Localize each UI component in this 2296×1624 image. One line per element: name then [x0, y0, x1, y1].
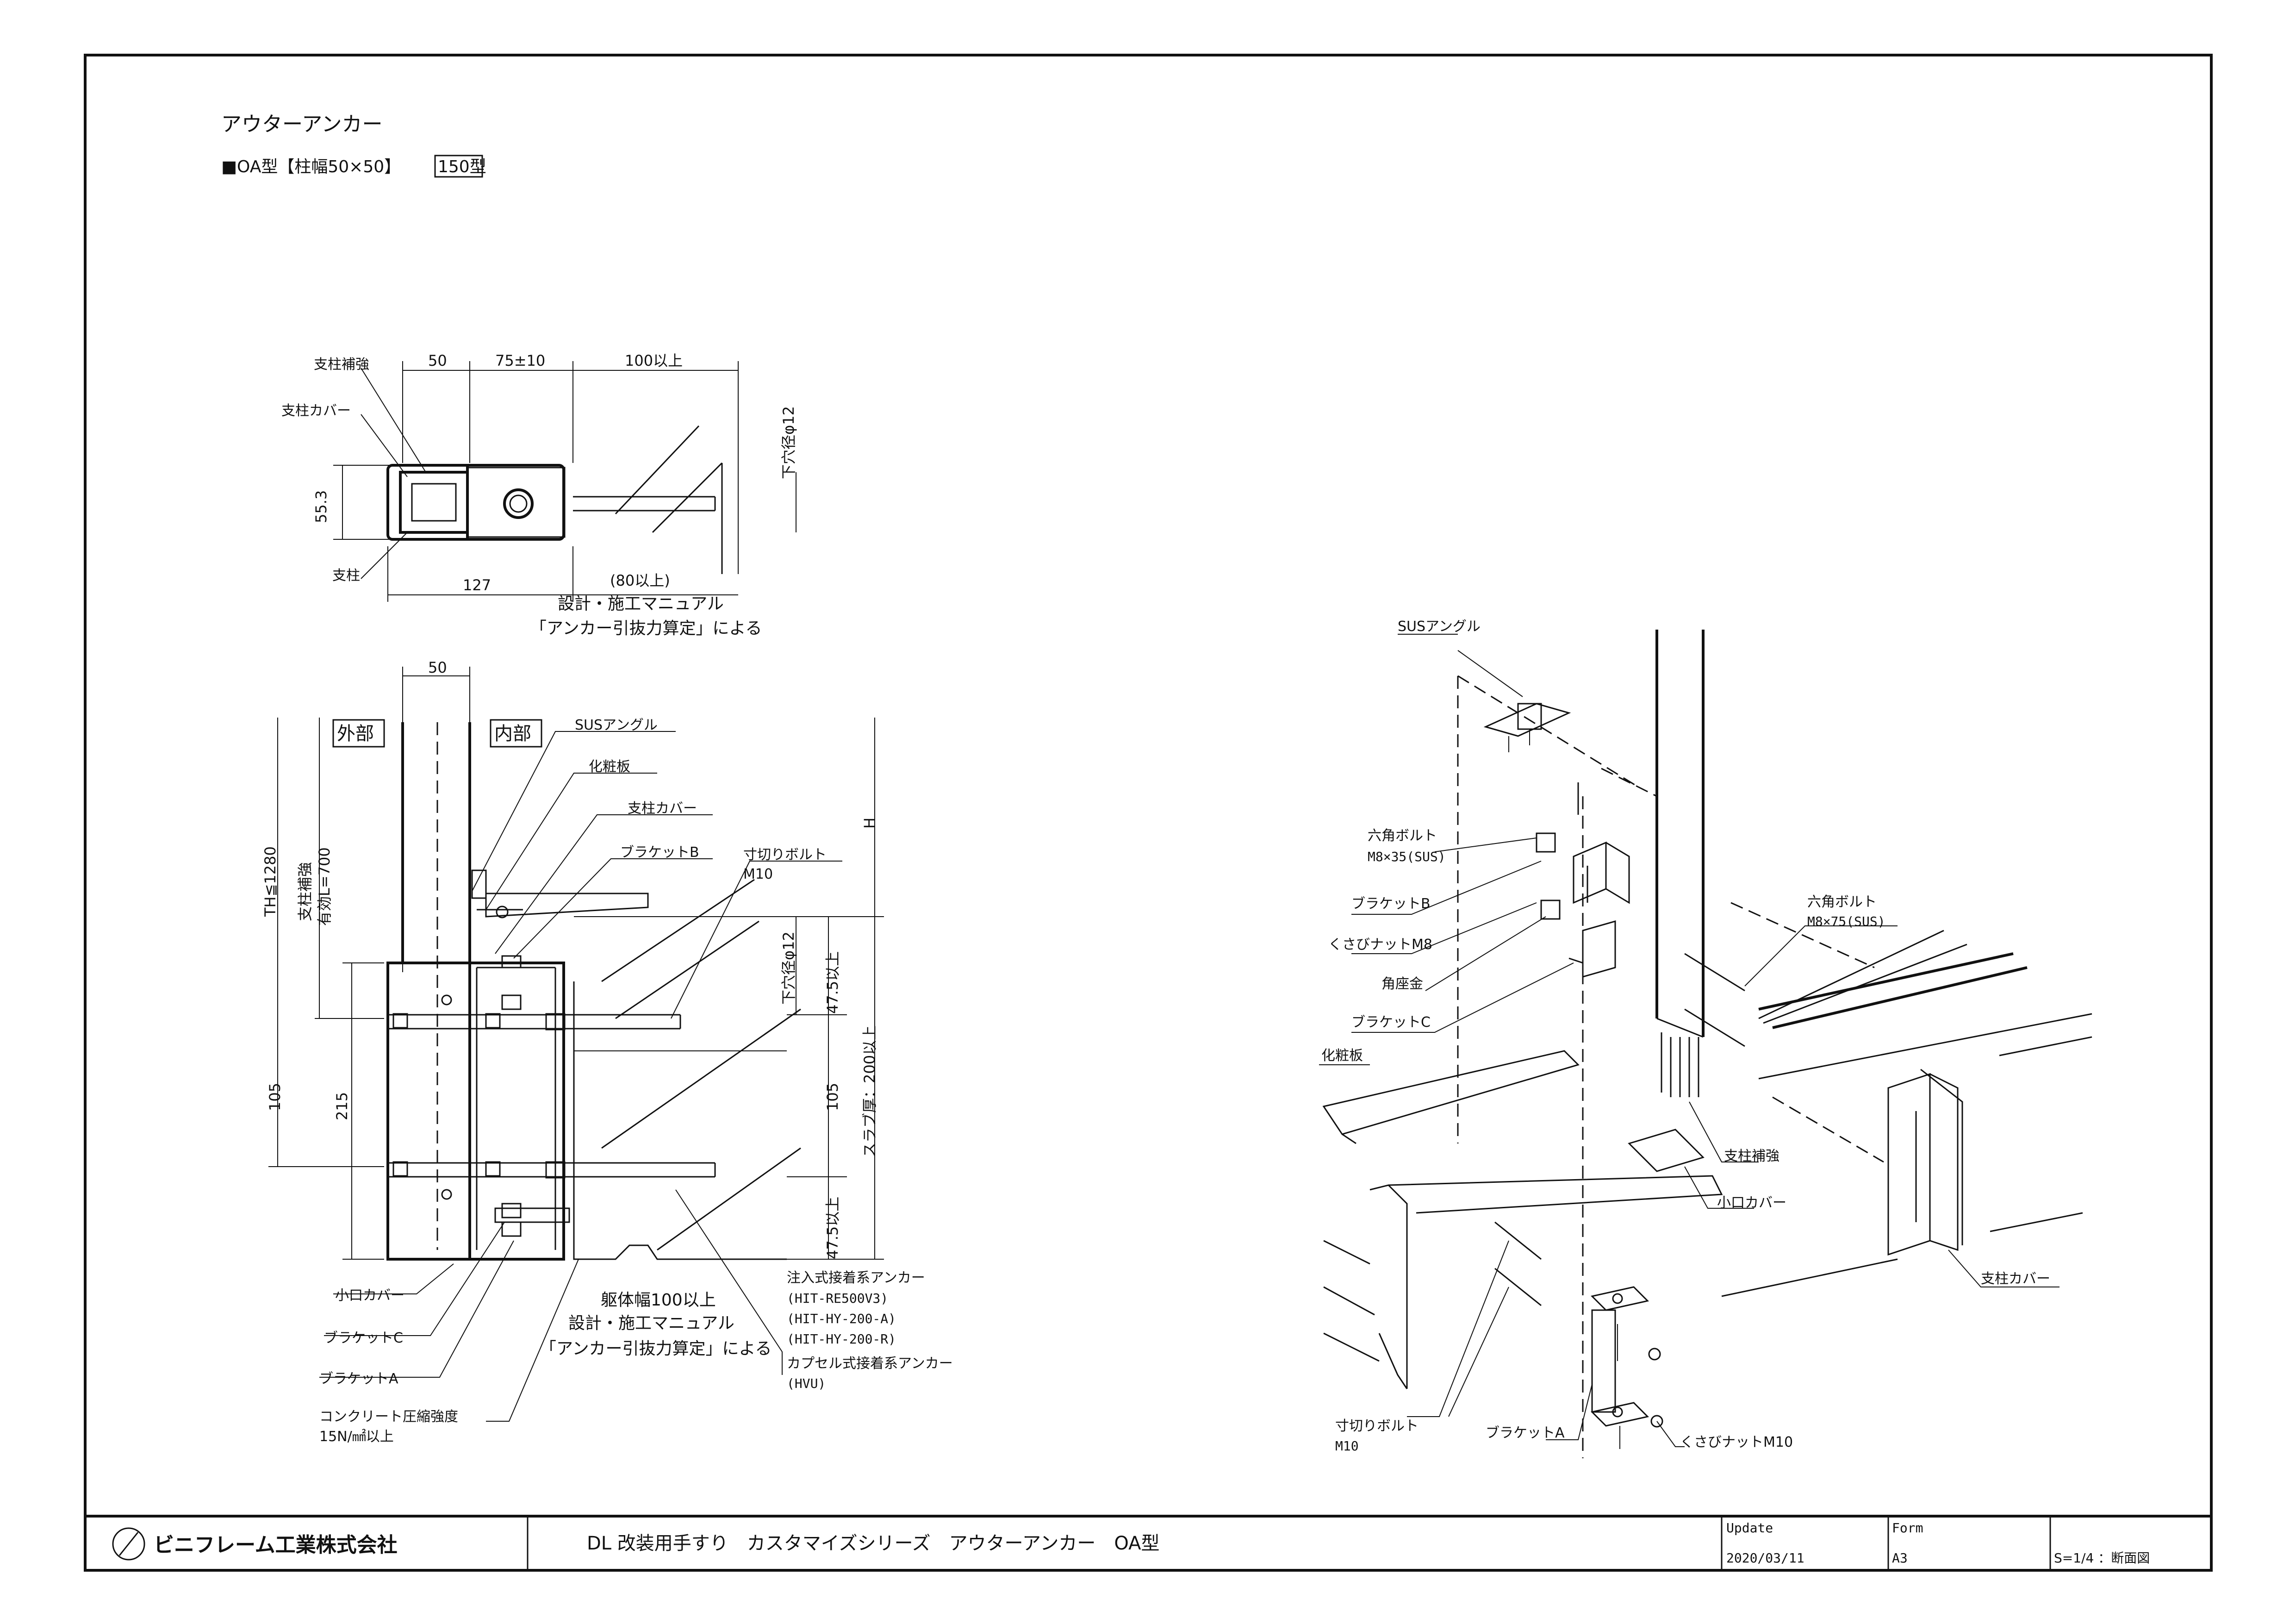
form-label: Form: [1892, 1520, 1923, 1536]
drawing-heading: アウターアンカー: [221, 112, 382, 136]
plan-note-2: 「アンカー引抜力算定」による: [530, 619, 762, 638]
label-bolt2: M10: [743, 866, 773, 882]
sheet-border: [84, 54, 2213, 1572]
label-anc2: (HIT-RE500V3): [787, 1291, 888, 1306]
outside-label: 外部: [337, 723, 374, 744]
iso-label-deco: 化粧板: [1321, 1048, 1363, 1064]
plan-dim-100: 100以上: [625, 352, 683, 369]
section-dim-105a: 105: [266, 1083, 284, 1111]
section-dim-105b: 105: [824, 1083, 841, 1111]
iso-label-hexbolt2: 六角ボルト: [1807, 894, 1877, 910]
section-dim-215: 215: [333, 1092, 351, 1120]
label-anc4: (HIT-HY-200-R): [787, 1331, 896, 1347]
company-name: ビニフレーム工業株式会社: [154, 1533, 398, 1557]
label-cover: 支柱カバー: [628, 800, 697, 817]
inside-box: [490, 719, 542, 748]
iso-label-wedge8: くさびナットM8: [1328, 937, 1432, 953]
form-value: A3: [1892, 1550, 1908, 1566]
section-dim-h: H: [861, 818, 878, 829]
section-dim-hole: 下穴径φ12: [780, 931, 797, 1005]
update-value: 2020/03/11: [1726, 1550, 1804, 1566]
iso-label-reinforce: 支柱補強: [1724, 1148, 1780, 1164]
iso-label-hexbolt1: 六角ボルト: [1368, 828, 1437, 844]
label-conc2: 15N/㎟以上: [319, 1429, 394, 1445]
iso-label-hexbolt2b: M8×75(SUS): [1807, 914, 1885, 929]
plan-dim-127: 127: [463, 576, 491, 594]
iso-label-sus: SUSアングル: [1398, 618, 1481, 635]
iso-label-brkc: ブラケットC: [1351, 1014, 1431, 1031]
label-body: 躯体幅100以上: [601, 1291, 716, 1310]
label-brka: ブラケットA: [319, 1371, 398, 1387]
section-view: 50 外部 内部 TH≦1280 支柱補強 有効L=700 105 215: [261, 659, 953, 1445]
update-label: Update: [1726, 1520, 1773, 1536]
company-logo-icon: [112, 1527, 145, 1561]
plan-view: 50 75±10 100以上 下穴径φ12 55.3 127 (80以上): [281, 352, 797, 638]
iso-label-koguchi: 小口カバー: [1717, 1195, 1786, 1211]
plan-label-reinforce: 支柱補強: [314, 356, 369, 373]
section-dim-reinf: 支柱補強: [296, 862, 314, 921]
plan-label-post: 支柱: [332, 568, 360, 584]
label-anc3: (HIT-HY-200-A): [787, 1311, 896, 1326]
title-block: ビニフレーム工業株式会社 DL 改装用手すり カスタマイズシリーズ アウターアン…: [85, 1515, 2211, 1570]
label-note1: 設計・施工マニュアル: [568, 1314, 734, 1333]
label-deco: 化粧板: [589, 759, 630, 775]
iso-label-bolt2: M10: [1335, 1438, 1359, 1454]
drawing-title: DL 改装用手すり カスタマイズシリーズ アウターアンカー OA型: [587, 1533, 1160, 1554]
label-note2: 「アンカー引抜力算定」による: [540, 1339, 772, 1358]
iso-label-hexbolt1b: M8×35(SUS): [1368, 849, 1446, 864]
label-koguchi: 小口カバー: [335, 1287, 404, 1304]
type-box: [434, 155, 483, 178]
plan-dim-hole: 下穴径φ12: [780, 406, 797, 479]
label-conc1: コンクリート圧縮強度: [319, 1409, 458, 1425]
section-dim-50: 50: [428, 659, 447, 676]
drawing-subheading: ■OA型【柱幅50×50】: [221, 157, 401, 176]
label-brkc: ブラケットC: [324, 1330, 403, 1346]
iso-label-bolt1: 寸切りボルト: [1335, 1418, 1419, 1434]
isometric-view: SUSアングル 六角ボルト M8×35(SUS) ブラケットB くさびナットM8…: [1319, 618, 2092, 1458]
plan-dim-50: 50: [428, 352, 447, 369]
inside-label: 内部: [494, 723, 531, 744]
section-dim-475b: 47.5以上: [824, 1197, 841, 1259]
label-anc1: 注入式接着系アンカー: [787, 1270, 925, 1286]
section-dim-slab: スラブ厚：200以上: [861, 1025, 878, 1157]
plan-label-cover: 支柱カバー: [281, 403, 351, 419]
iso-label-brkb: ブラケットB: [1351, 896, 1431, 912]
section-dim-475a: 47.5以上: [824, 951, 841, 1014]
iso-label-cover: 支柱カバー: [1981, 1271, 2050, 1287]
plan-note-1: 設計・施工マニュアル: [558, 594, 724, 613]
section-dim-th: TH≦1280: [261, 846, 279, 917]
outside-box: [332, 719, 385, 748]
label-sus: SUSアングル: [575, 717, 658, 733]
type-label: 150型: [438, 157, 486, 176]
iso-label-brka: ブラケットA: [1486, 1425, 1565, 1441]
scale-label: S=1/4 ：断面図: [2054, 1550, 2150, 1566]
label-bolt1: 寸切りボルト: [743, 847, 827, 863]
plan-dim-80: (80以上): [610, 572, 670, 589]
plan-dim-553: 55.3: [312, 490, 330, 523]
label-brkb: ブラケットB: [620, 844, 699, 861]
label-anc6: (HVU): [787, 1376, 826, 1391]
section-dim-eff: 有効L=700: [316, 847, 333, 926]
plan-dim-75: 75±10: [495, 352, 545, 369]
iso-label-washer: 角座金: [1381, 976, 1423, 992]
iso-label-wedge10: くさびナットM10: [1680, 1434, 1793, 1450]
label-anc5: カプセル式接着系アンカー: [787, 1355, 953, 1372]
